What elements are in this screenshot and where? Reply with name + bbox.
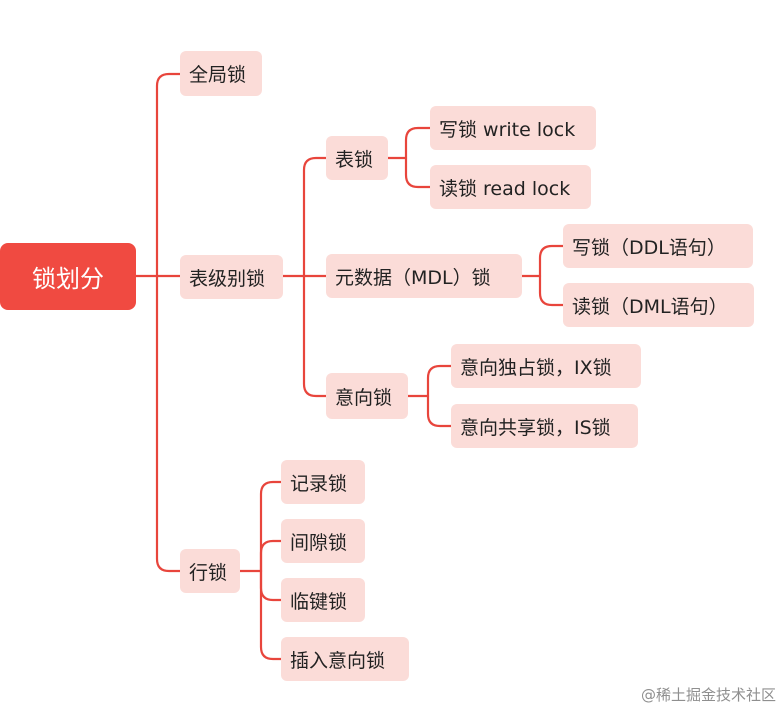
node-intention-shared-lock: 意向共享锁，IS锁 bbox=[451, 404, 638, 448]
connector-row-lock bbox=[155, 274, 182, 573]
node-mdl-lock: 元数据（MDL）锁 bbox=[326, 254, 522, 298]
connector-table-read bbox=[404, 156, 432, 189]
node-intention-lock: 意向锁 bbox=[326, 373, 408, 419]
node-mdl-write-lock: 写锁（DDL语句） bbox=[563, 224, 753, 268]
node-mdl-read-lock: 读锁（DML语句） bbox=[563, 283, 754, 327]
connector-next-key-lock bbox=[259, 569, 283, 602]
node-table-level-lock: 表级别锁 bbox=[180, 255, 283, 299]
connector-gap-lock bbox=[259, 539, 283, 573]
root-node: 锁划分 bbox=[0, 243, 136, 310]
connector-intention bbox=[302, 274, 328, 398]
node-gap-lock: 间隙锁 bbox=[281, 519, 365, 563]
connector-mdl-write bbox=[538, 244, 565, 278]
connector-table-write bbox=[404, 126, 432, 160]
watermark: @稀土掘金技术社区 bbox=[640, 686, 776, 704]
node-table-read-lock: 读锁 read lock bbox=[430, 165, 591, 209]
node-next-key-lock: 临键锁 bbox=[281, 578, 365, 622]
node-row-lock: 行锁 bbox=[180, 549, 240, 593]
connector-intention-ix bbox=[426, 364, 453, 398]
connector-record-lock bbox=[259, 480, 283, 573]
node-table-lock: 表锁 bbox=[326, 136, 388, 180]
connector-global-lock bbox=[155, 72, 182, 278]
connector-mdl-read bbox=[538, 274, 565, 307]
connector-insert-intention-lock bbox=[259, 569, 283, 661]
node-insert-intention-lock: 插入意向锁 bbox=[281, 637, 409, 681]
node-record-lock: 记录锁 bbox=[281, 460, 365, 504]
node-table-write-lock: 写锁 write lock bbox=[430, 106, 596, 150]
node-intention-exclusive-lock: 意向独占锁，IX锁 bbox=[451, 344, 641, 388]
connector-table-lock bbox=[302, 156, 328, 278]
connector-intention-is bbox=[426, 394, 453, 428]
node-global-lock: 全局锁 bbox=[180, 51, 262, 96]
